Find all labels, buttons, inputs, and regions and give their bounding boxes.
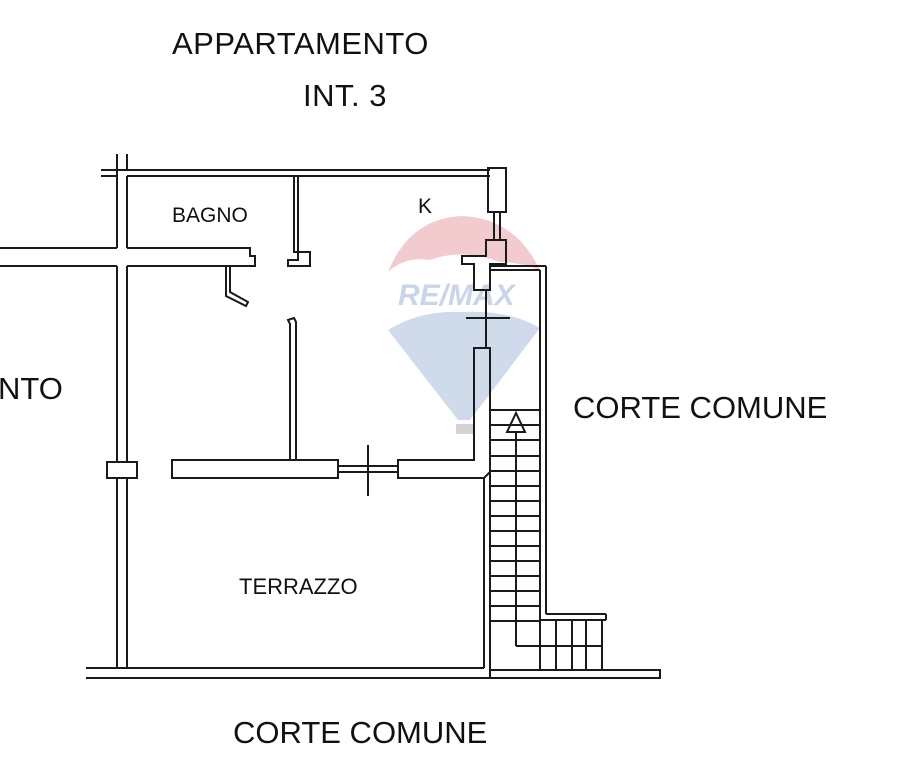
column-top-right <box>487 167 507 213</box>
svg-text:RE/MAX: RE/MAX <box>398 279 517 312</box>
pillar-left <box>106 461 138 479</box>
room-label-kitchen: K <box>418 195 433 218</box>
room-label-terrazzo: TERRAZZO <box>239 574 358 599</box>
remax-watermark: RE/MAX <box>388 216 540 434</box>
wall-middle-left <box>171 459 339 479</box>
neighbor-label-partial: NTO <box>0 371 63 406</box>
unit-number: INT. 3 <box>303 78 387 113</box>
room-label-bagno: BAGNO <box>172 204 248 227</box>
courtyard-label-bottom: CORTE COMUNE <box>233 715 488 750</box>
up-arrow-icon <box>505 410 527 433</box>
plan-title: APPARTAMENTO <box>172 26 429 61</box>
courtyard-label-right: CORTE COMUNE <box>573 390 828 425</box>
